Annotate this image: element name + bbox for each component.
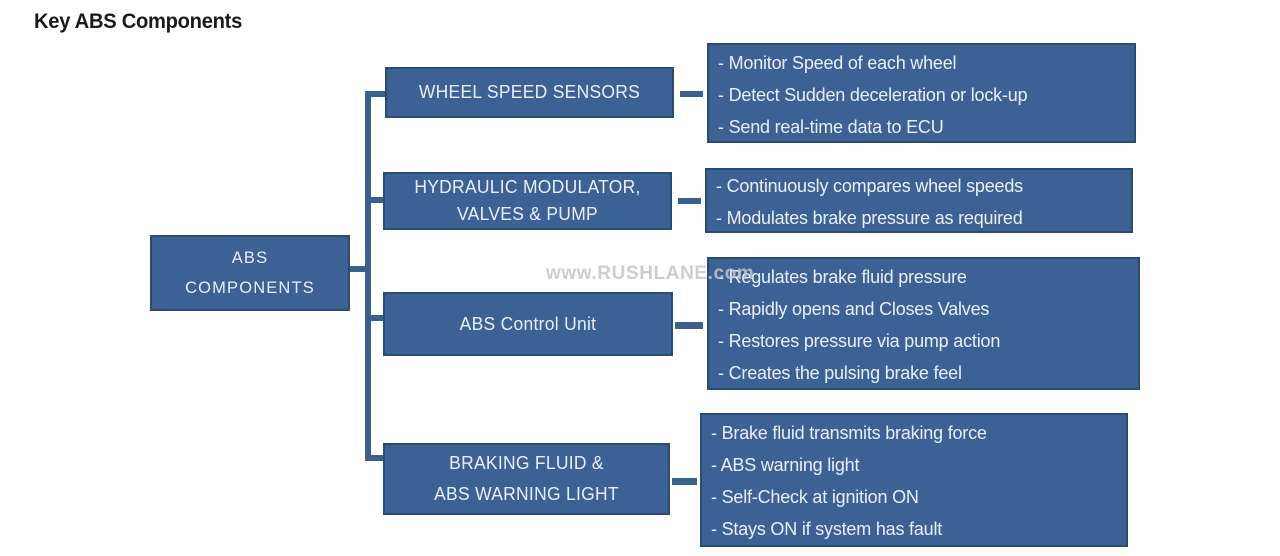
root-node-label: ABS COMPONENTS <box>155 237 345 309</box>
node-hydraulic-modulator: HYDRAULIC MODULATOR, VALVES & PUMP <box>383 172 672 230</box>
detail-item: - Continuously compares wheel speeds <box>716 176 1023 196</box>
detail-item: - ABS warning light <box>711 455 860 475</box>
root-label-line2: COMPONENTS <box>185 278 315 297</box>
node-label-line: WHEEL SPEED SENSORS <box>418 82 641 102</box>
detail-item: - Stays ON if system has fault <box>711 519 943 539</box>
connector-root-dash <box>350 266 367 272</box>
details-wheel-speed-sensors: - Monitor Speed of each wheel - Detect S… <box>707 43 1136 143</box>
detail-item: - Creates the pulsing brake feel <box>718 363 962 383</box>
detail-item: - Send real-time data to ECU <box>718 117 944 137</box>
watermark-text: www.RUSHLANE.com <box>546 263 755 284</box>
node-wheel-speed-sensors-label: WHEEL SPEED SENSORS <box>391 69 667 116</box>
detail-item: - Detect Sudden deceleration or lock-up <box>718 85 1028 105</box>
detail-item: - Restores pressure via pump action <box>718 331 1001 351</box>
details-hydraulic-modulator: - Continuously compares wheel speeds - M… <box>705 168 1133 233</box>
detail-item: - Rapidly opens and Closes Valves <box>718 299 990 319</box>
connector-stub-branch1 <box>365 91 385 97</box>
connector-stub-branch2 <box>365 197 385 203</box>
connector-dash-detail2 <box>678 198 701 204</box>
root-node-abs-components: ABS COMPONENTS <box>150 235 350 311</box>
node-abs-control-unit-label: ABS Control Unit <box>389 294 666 354</box>
detail-item: - Monitor Speed of each wheel <box>718 53 957 73</box>
page-title: Key ABS Components <box>34 10 243 33</box>
node-label-line: ABS WARNING LIGHT <box>434 484 619 504</box>
node-wheel-speed-sensors: WHEEL SPEED SENSORS <box>385 67 674 118</box>
node-hydraulic-modulator-label: HYDRAULIC MODULATOR, VALVES & PUMP <box>389 174 665 228</box>
root-label-line1: ABS <box>231 248 269 267</box>
connector-stub-branch4 <box>365 455 385 461</box>
connector-dash-detail3 <box>675 322 703 329</box>
connector-stub-branch3 <box>365 315 385 321</box>
node-abs-control-unit: ABS Control Unit <box>383 292 673 356</box>
node-label-line: HYDRAULIC MODULATOR, <box>414 177 641 197</box>
detail-item: - Self-Check at ignition ON <box>711 487 919 507</box>
detail-item: - Brake fluid transmits braking force <box>711 423 987 443</box>
node-braking-fluid-warning-light: BRAKING FLUID & ABS WARNING LIGHT <box>383 443 670 515</box>
node-label-line: ABS Control Unit <box>459 313 597 334</box>
connector-dash-detail4 <box>672 478 697 485</box>
node-label-line: BRAKING FLUID & <box>449 453 604 473</box>
connector-dash-detail1 <box>680 91 703 97</box>
detail-item: - Modulates brake pressure as required <box>716 208 1023 228</box>
node-braking-fluid-label: BRAKING FLUID & ABS WARNING LIGHT <box>389 445 664 513</box>
node-label-line: VALVES & PUMP <box>457 204 598 224</box>
detail-item: - Regulates brake fluid pressure <box>718 267 967 287</box>
details-braking-fluid-warning-light: - Brake fluid transmits braking force - … <box>700 413 1128 547</box>
connector-vertical-spine <box>365 91 371 461</box>
details-abs-control-unit: - Regulates brake fluid pressure - Rapid… <box>707 257 1140 390</box>
